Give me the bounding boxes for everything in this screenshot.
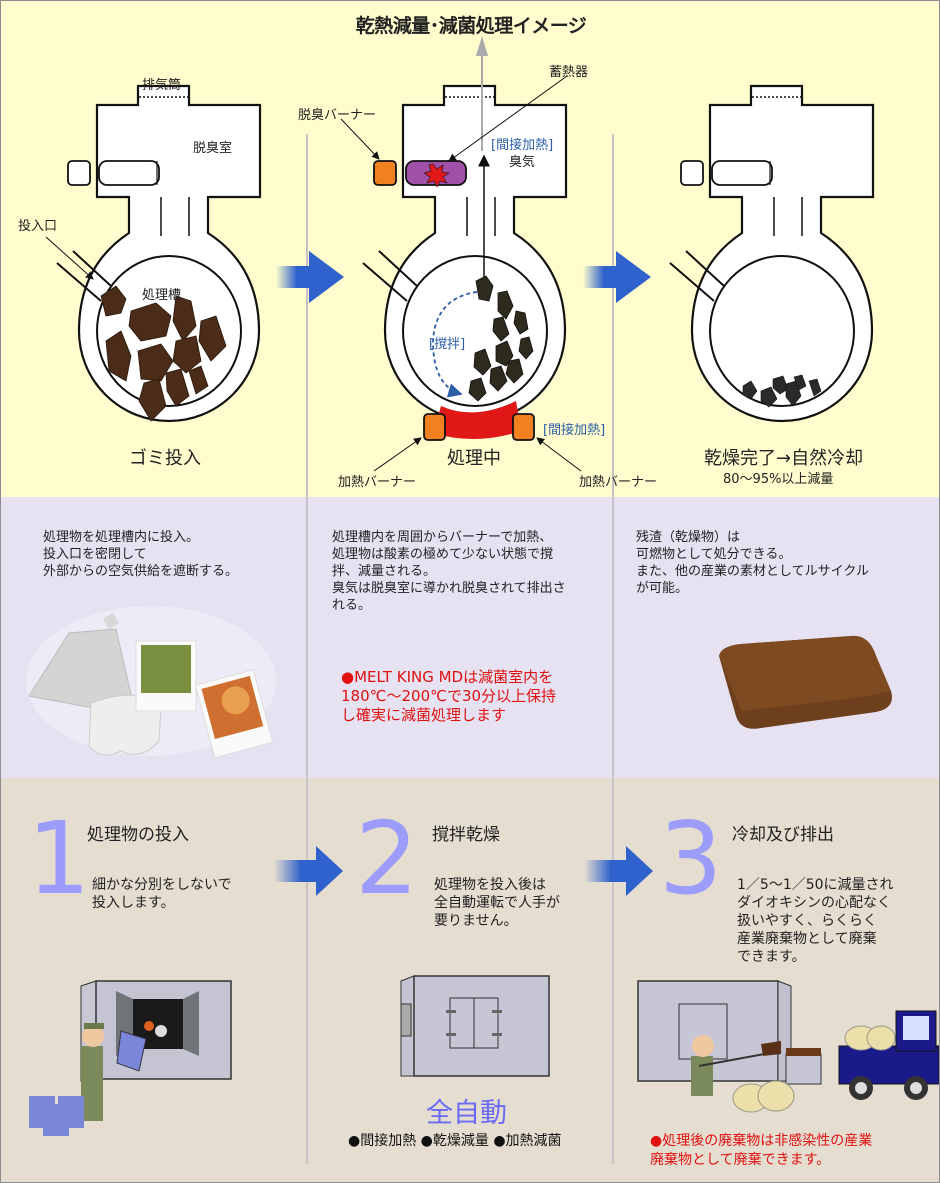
divider-2 (612, 134, 614, 1164)
process-diagram (45, 36, 875, 472)
waste-pieces (100, 285, 227, 422)
dried-residue-photo (719, 635, 892, 729)
features-list: ●間接加熱 ●乾燥減量 ●加熱減菌 (348, 1133, 562, 1149)
dried-residue (742, 374, 822, 408)
stage3-sub-caption: 80～95%以上減量 (723, 472, 834, 487)
process-arrow-1 (276, 251, 344, 303)
step1-title: 処理物の投入 (87, 825, 189, 845)
label-indirect-heat-bottom: [間接加熱] (543, 423, 606, 438)
loading-waste-illustration (29, 980, 232, 1136)
label-heat-storage: 蓄熱器 (549, 65, 589, 80)
apparatus-stage1 (45, 84, 262, 423)
waste-items-photo (26, 606, 276, 759)
description-stage2: 処理槽内を周囲からバーナーで加熱、 処理物は酸素の極めて少ない状態で撹 拌、減量… (332, 530, 566, 613)
label-deodor-room: 脱臭室 (193, 141, 233, 156)
step1-number: 1 (27, 800, 91, 917)
description-stage3: 残渣（乾燥物）は 可燃物として処分できる。 また、他の産業の素材としてルサイクル… (636, 530, 869, 596)
label-stir: [撹拌] (429, 337, 466, 352)
step2-title: 撹拌乾燥 (432, 825, 500, 845)
disposal-note: ●処理後の廃棄物は非感染性の産業 廃棄物として廃棄できます。 (650, 1133, 873, 1168)
page-title: 乾熱減量･減菌処理イメージ (355, 15, 587, 37)
divider-1 (306, 134, 308, 1164)
stage1-caption: ゴミ投入 (129, 448, 201, 469)
description-stage1: 処理物を処理槽内に投入。 投入口を密閉して 外部からの空気供給を遮断する。 (43, 530, 239, 579)
apparatus-stage3 (669, 84, 875, 423)
apparatus-stage2 (340, 36, 582, 472)
waste-pieces-drying (468, 275, 534, 402)
label-exhaust-stack: 排気筒 (142, 78, 182, 93)
stage2-caption: 処理中 (447, 448, 501, 469)
discharge-illustration (637, 980, 939, 1113)
step3-description: 1／5～1／50に減量され ダイオキシンの心配なく 扱いやすく、らくらく 産業廃… (737, 877, 894, 965)
step2-description: 処理物を投入後は 全自動運転で人手が 要りません。 (434, 877, 560, 929)
step1-description: 細かな分別をしないで 投入します。 (92, 877, 232, 911)
step-arrow-2 (584, 846, 653, 896)
label-heat-burner-left: 加熱バーナー (338, 475, 417, 490)
label-indirect-heat-top: [間接加熱] (491, 138, 554, 153)
process-arrow-2 (583, 251, 651, 303)
step3-number: 3 (659, 800, 723, 917)
stage3-caption: 乾燥完了→自然冷却 (704, 448, 864, 469)
label-heat-burner-right: 加熱バーナー (579, 475, 658, 490)
step2-number: 2 (355, 800, 419, 917)
label-tank: 処理槽 (142, 288, 182, 303)
machine-illustration (400, 975, 550, 1077)
label-inlet: 投入口 (18, 219, 58, 234)
sterilization-note: ●MELT KING MDは減菌室内を 180℃～200℃で30分以上保持 し確… (341, 668, 557, 724)
step-arrow-1 (274, 846, 343, 896)
label-deodor-burner: 脱臭バーナー (298, 108, 377, 123)
fully-automatic-label: 全自動 (426, 1098, 507, 1129)
label-odor: 臭気 (509, 155, 536, 170)
step3-title: 冷却及び排出 (732, 825, 834, 845)
